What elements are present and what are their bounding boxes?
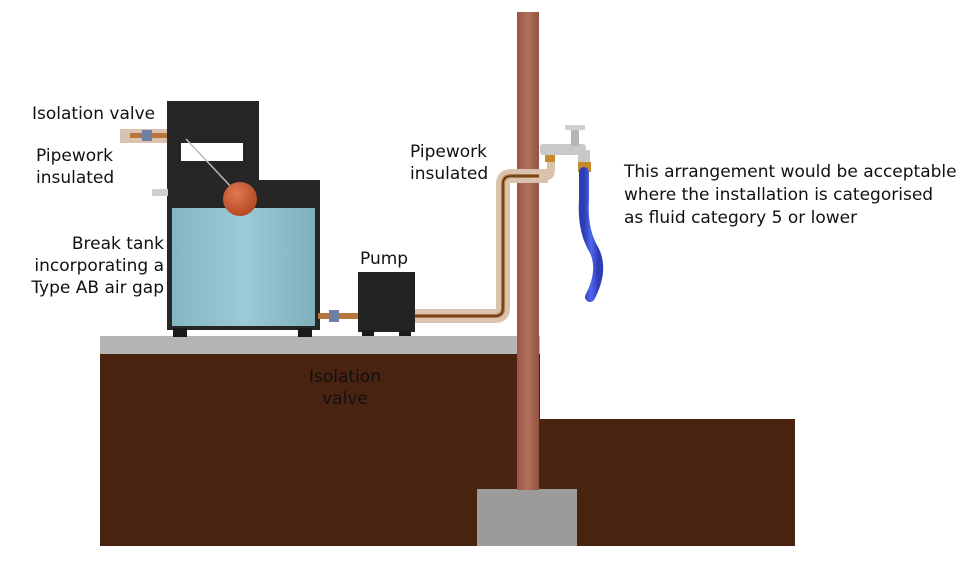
isolation-valve-bottom bbox=[329, 310, 339, 322]
inlet-valve-body bbox=[142, 130, 152, 141]
rising-pipe-core bbox=[415, 175, 548, 317]
tap-spindle bbox=[571, 130, 579, 146]
tank-water bbox=[172, 208, 315, 326]
wooden-post bbox=[517, 12, 539, 490]
tank-foot-right bbox=[298, 328, 312, 337]
label-break-tank: Break tank incorporating a Type AB air g… bbox=[31, 234, 164, 298]
label-note: This arrangement would be acceptable whe… bbox=[624, 162, 957, 228]
tank-foot-left bbox=[173, 328, 187, 337]
tap-body bbox=[540, 144, 586, 155]
label-isolation-valve-bottom: Isolation valve bbox=[309, 367, 381, 409]
tank-overflow bbox=[152, 189, 168, 196]
tap-handle bbox=[565, 125, 585, 130]
hose-connector bbox=[578, 162, 591, 172]
label-pipework-left: Pipework insulated bbox=[36, 146, 115, 188]
tank-window bbox=[181, 143, 243, 161]
concrete-slab bbox=[100, 336, 540, 354]
pump-foot-left bbox=[362, 330, 374, 336]
float-ball bbox=[223, 182, 257, 216]
label-pump: Pump bbox=[360, 249, 409, 269]
post-footing bbox=[477, 489, 577, 546]
hose bbox=[578, 167, 604, 302]
tap-connector bbox=[545, 153, 555, 162]
label-pipework-right: Pipework insulated bbox=[410, 142, 489, 184]
inlet-pipe bbox=[130, 133, 185, 138]
float-arm bbox=[185, 138, 236, 192]
pump-body bbox=[358, 272, 415, 332]
post-pipe-elbow bbox=[539, 160, 555, 180]
label-isolation-valve-top: Isolation valve bbox=[32, 104, 156, 124]
pump-foot-right bbox=[399, 330, 411, 336]
tap-spout bbox=[578, 150, 590, 164]
ground-soil bbox=[100, 352, 795, 546]
